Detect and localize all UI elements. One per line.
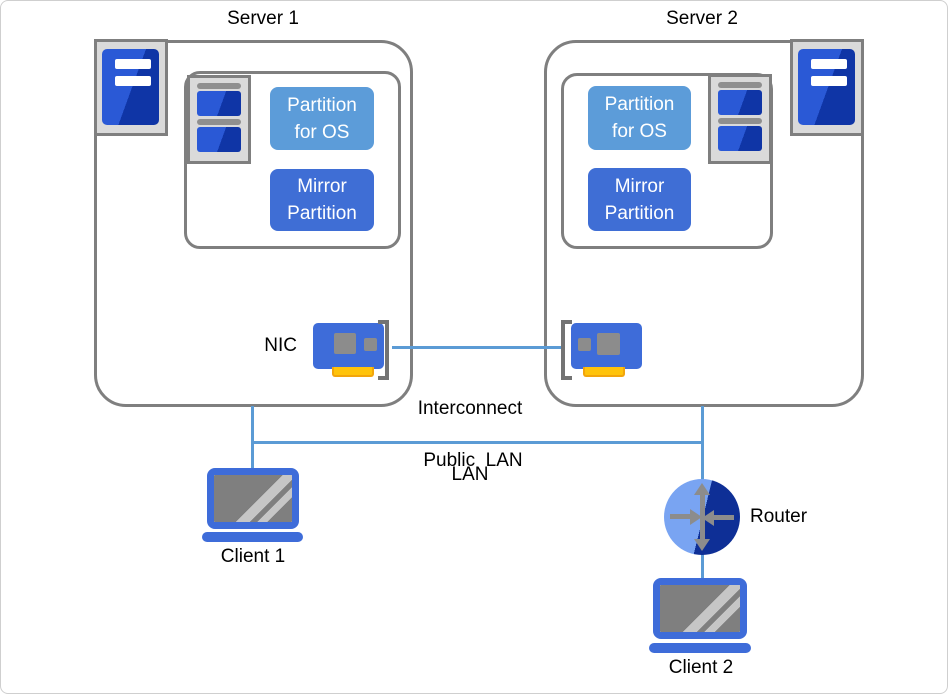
- router-client2-line: [701, 551, 704, 581]
- laptop-icon: [653, 578, 747, 639]
- router-arrow-left: [714, 515, 734, 520]
- server-tower-icon: [94, 39, 168, 136]
- client1-label: Client 1: [220, 546, 286, 567]
- router-arrow-right: [670, 514, 690, 519]
- server-tower-icon: [790, 39, 864, 136]
- server1-public-lan-drop-line: [251, 406, 254, 469]
- server1-os-partition: Partition for OS: [270, 87, 374, 150]
- router-label: Router: [750, 506, 808, 527]
- router-arrow-up: [700, 493, 705, 519]
- server2-title: Server 2: [666, 8, 738, 29]
- nic-icon: [571, 323, 642, 369]
- laptop-screen: [660, 585, 740, 632]
- server2-public-lan-drop-line: [701, 406, 704, 483]
- disk-icon: [708, 74, 772, 164]
- nic-chip-small: [578, 338, 591, 351]
- client2-label: Client 2: [668, 657, 734, 678]
- nic-icon: [313, 323, 384, 369]
- interconnect-lan-label: Interconnect LAN: [417, 398, 523, 485]
- server2-os-partition: Partition for OS: [588, 86, 691, 150]
- interconnect-lan-line: [392, 346, 563, 349]
- nic-bracket: [378, 320, 389, 380]
- laptop-icon: [207, 468, 299, 529]
- public-lan-label: Public LAN: [423, 450, 523, 471]
- server-tower-body: [798, 49, 855, 125]
- disk-icon: [187, 75, 251, 164]
- nic-chip-large: [597, 333, 620, 355]
- server1-mirror-partition: Mirror Partition: [270, 169, 374, 231]
- nic-label: NIC: [264, 335, 297, 356]
- server1-title: Server 1: [227, 8, 299, 29]
- router-icon: [664, 479, 740, 555]
- nic-chip-large: [334, 333, 356, 354]
- laptop-base: [202, 532, 303, 542]
- nic-chip-small: [364, 338, 377, 351]
- nic-bracket: [561, 320, 572, 380]
- nic-connector: [332, 367, 374, 377]
- laptop-base: [649, 643, 751, 653]
- nic-connector: [583, 367, 625, 377]
- server-tower-body: [102, 49, 159, 125]
- laptop-screen: [214, 475, 292, 522]
- router-arrow-down: [700, 515, 705, 541]
- server2-mirror-partition: Mirror Partition: [588, 168, 691, 231]
- public-lan-line: [251, 441, 703, 444]
